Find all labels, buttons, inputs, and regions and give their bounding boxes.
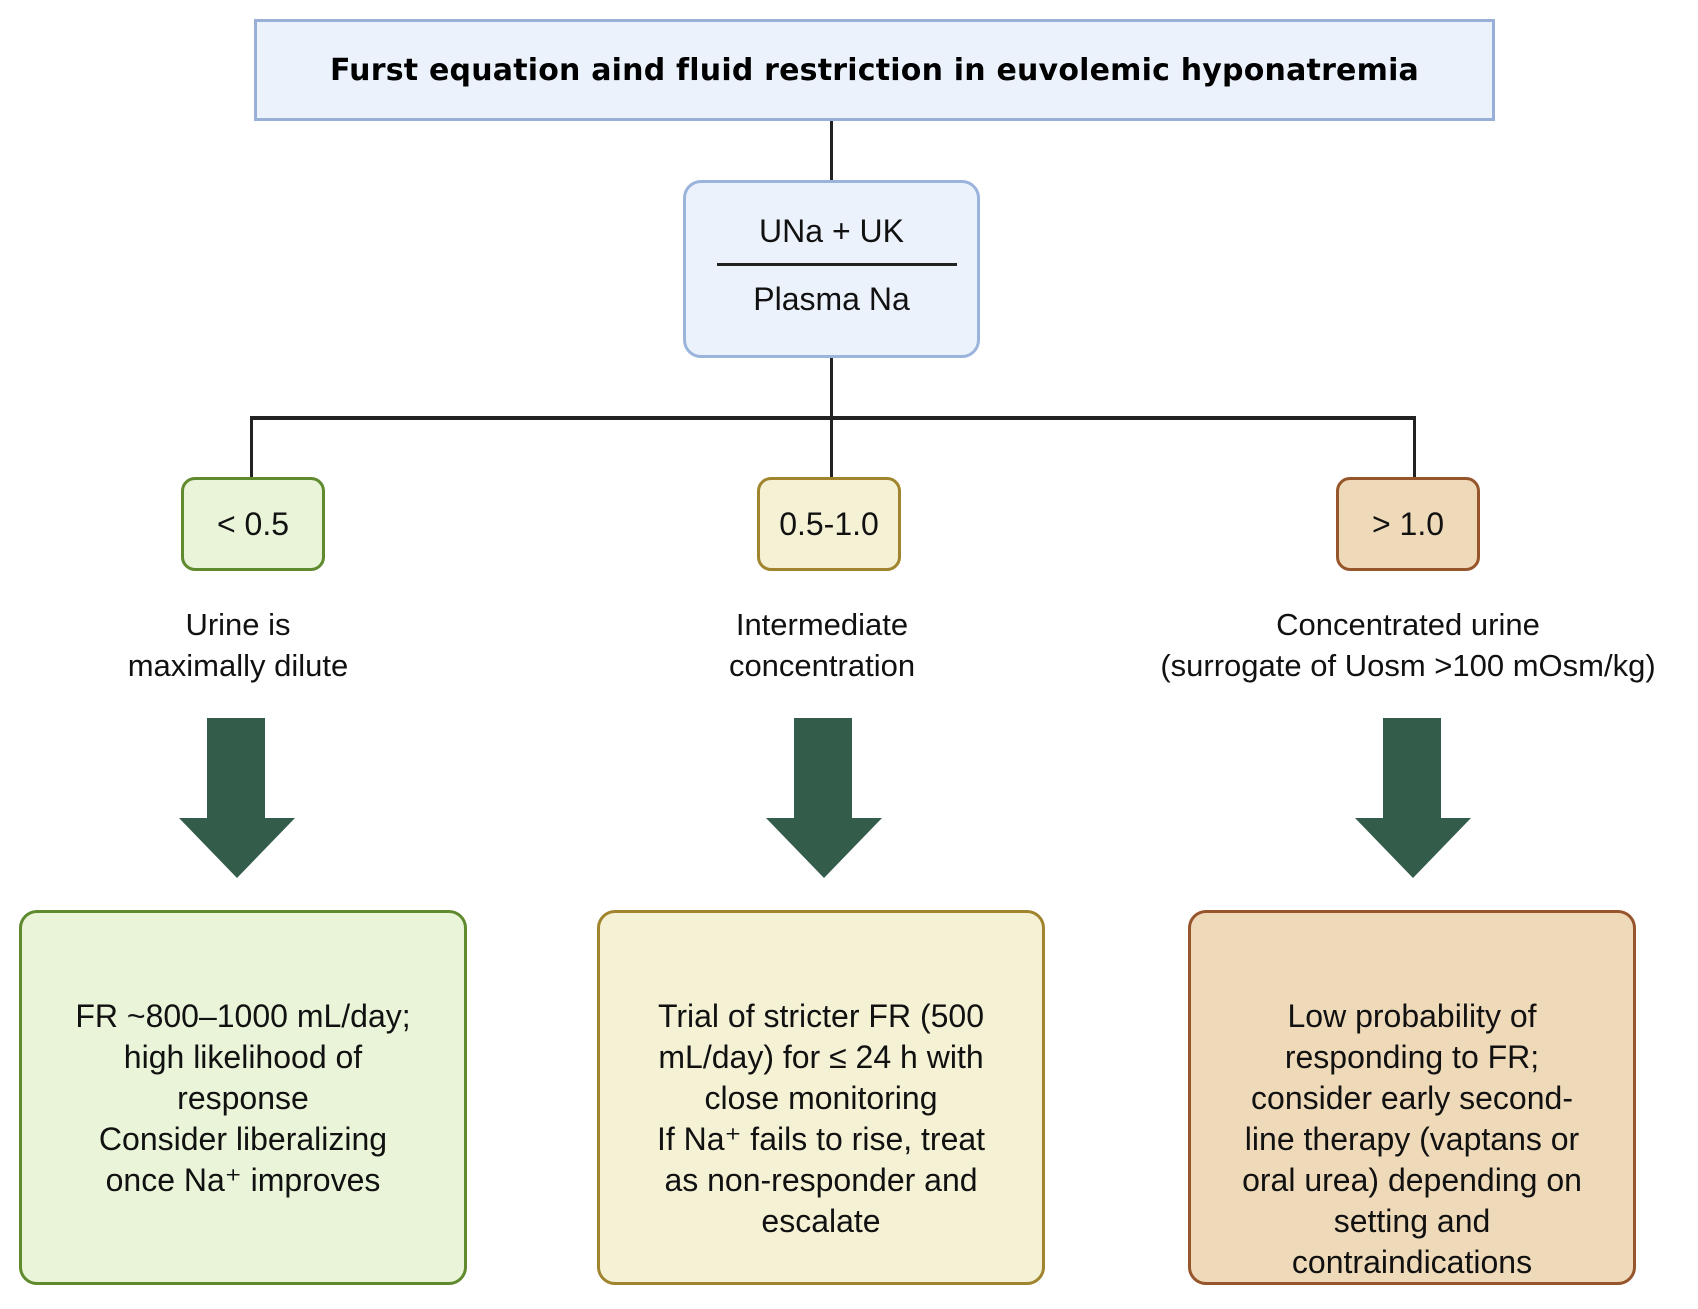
connector-horizontal xyxy=(250,416,1416,420)
recommendation-box-low: FR ~800–1000 mL/day; high likelihood of … xyxy=(19,910,467,1285)
down-arrow-icon xyxy=(766,718,882,878)
down-arrow-icon xyxy=(1355,718,1471,878)
threshold-label: < 0.5 xyxy=(216,505,290,542)
title-box: Furst equation aind fluid restriction in… xyxy=(254,19,1495,121)
recommendation-box-mid: Trial of stricter FR (500 mL/day) for ≤ … xyxy=(597,910,1045,1285)
connector-right xyxy=(1413,416,1416,477)
threshold-box-mid: 0.5-1.0 xyxy=(757,477,901,571)
formula-numerator: UNa + UK xyxy=(759,213,904,249)
recommendation-box-high: Low probability of responding to FR; con… xyxy=(1188,910,1636,1285)
connector-title-formula xyxy=(830,121,833,180)
description-line: concentration xyxy=(728,648,916,683)
recommendation-text: Low probability of responding to FR; con… xyxy=(1242,998,1582,1280)
description-low: Urine is maximally dilute xyxy=(0,604,538,686)
description-line: Concentrated urine xyxy=(1276,607,1540,642)
description-high: Concentrated urine (surrogate of Uosm >1… xyxy=(1108,604,1698,686)
threshold-box-high: > 1.0 xyxy=(1336,477,1480,571)
threshold-box-low: < 0.5 xyxy=(181,477,325,571)
description-line: (surrogate of Uosm >100 mOsm/kg) xyxy=(1160,648,1656,683)
formula-denominator: Plasma Na xyxy=(753,281,910,317)
recommendation-text: FR ~800–1000 mL/day; high likelihood of … xyxy=(75,998,411,1198)
diagram-title: Furst equation aind fluid restriction in… xyxy=(329,52,1419,88)
down-arrow-icon xyxy=(179,718,295,878)
description-line: Urine is xyxy=(185,607,291,642)
description-mid: Intermediate concentration xyxy=(522,604,1122,686)
description-line: Intermediate xyxy=(735,607,909,642)
recommendation-text: Trial of stricter FR (500 mL/day) for ≤ … xyxy=(656,998,986,1239)
description-line: maximally dilute xyxy=(127,648,349,683)
connector-left xyxy=(250,416,253,477)
fraction-bar xyxy=(717,263,957,266)
formula-box: UNa + UK Plasma Na xyxy=(683,180,980,358)
threshold-label: > 1.0 xyxy=(1371,505,1445,542)
threshold-label: 0.5-1.0 xyxy=(779,505,879,542)
